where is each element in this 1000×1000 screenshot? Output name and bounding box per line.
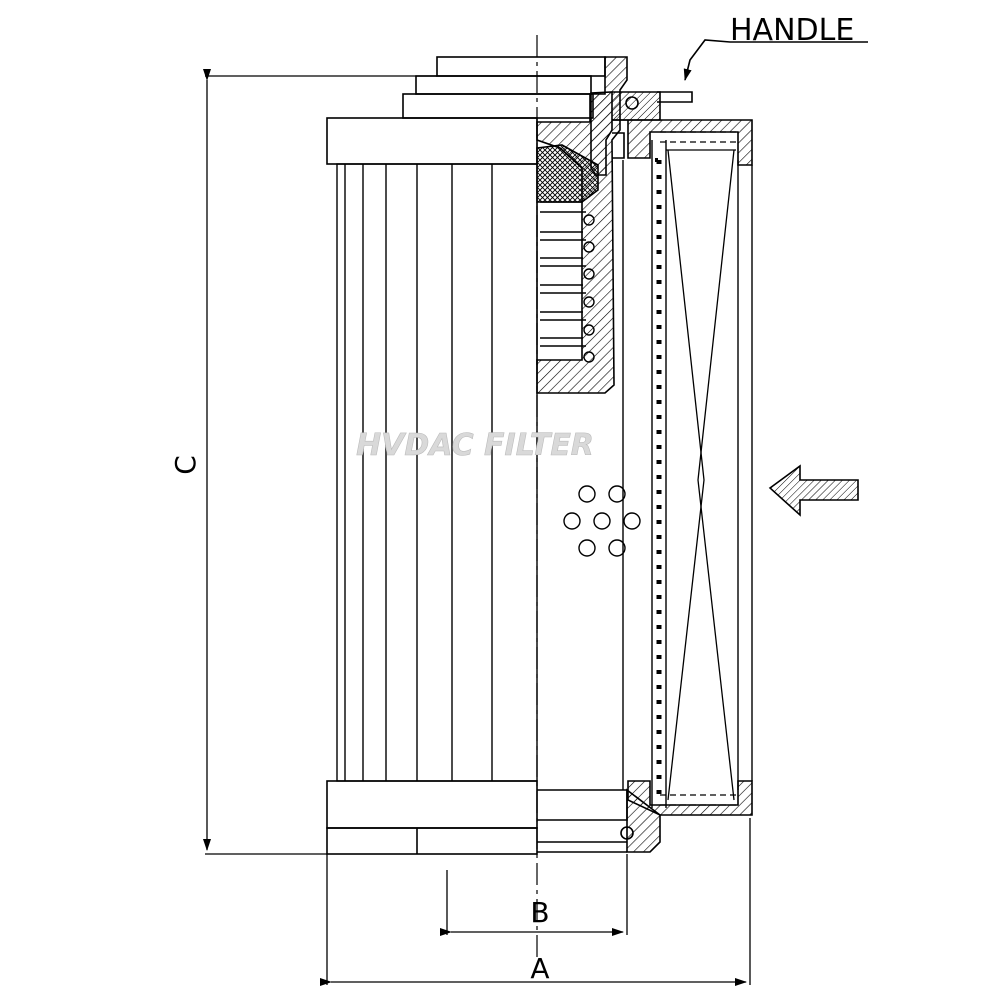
handle — [612, 91, 693, 121]
perforation-holes — [563, 485, 641, 557]
dimension-a — [320, 818, 751, 986]
watermark: HVDAC FILTER — [356, 428, 594, 463]
flow-arrow — [768, 464, 859, 517]
dimension-c-label: C — [169, 455, 202, 475]
handle-label: HANDLE — [730, 13, 854, 48]
bottom-end-cap — [326, 780, 661, 855]
handle-leader — [683, 39, 868, 81]
cross-lines — [666, 149, 736, 801]
bypass-spring — [536, 201, 595, 365]
dimension-b-label: B — [530, 896, 549, 929]
mesh-tube — [622, 140, 753, 808]
dimension-a-label: A — [530, 952, 549, 985]
dimension-b — [440, 854, 628, 936]
pleated-media — [336, 163, 538, 782]
dimension-c — [203, 69, 437, 855]
outer-cap-top — [612, 119, 753, 166]
outer-cap-bottom — [627, 780, 753, 816]
